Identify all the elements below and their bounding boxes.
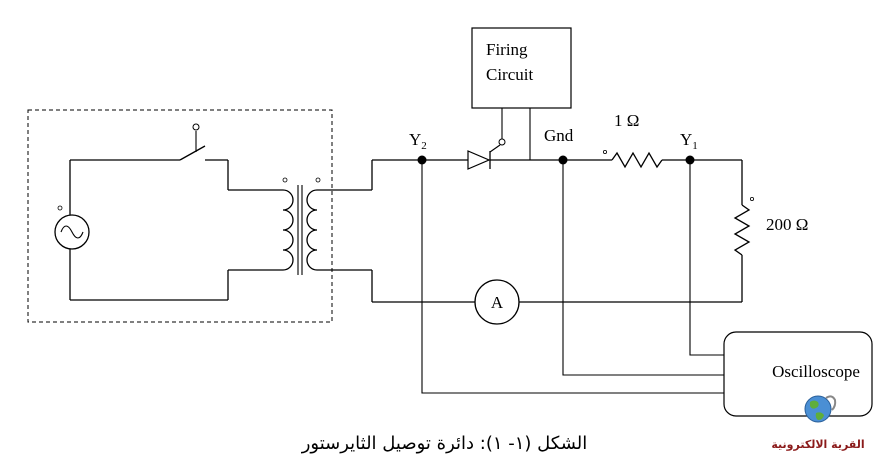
globe-arc xyxy=(825,395,837,411)
node-letter: Y xyxy=(409,130,421,149)
oscilloscope-leads xyxy=(421,160,724,394)
node-y2-label: Y2 xyxy=(409,130,427,152)
transformer xyxy=(282,177,321,275)
oscilloscope-box xyxy=(723,331,873,417)
ammeter-label: A xyxy=(491,293,504,312)
globe-icon xyxy=(804,395,837,423)
load-wiring xyxy=(317,159,743,303)
firing-circuit-label-line1: Firing xyxy=(486,40,528,59)
polarity-dot xyxy=(750,196,755,201)
node-gnd: Gnd xyxy=(544,126,574,165)
globe-land xyxy=(815,412,824,420)
primary-coil xyxy=(282,189,294,271)
globe-land xyxy=(810,400,819,409)
polarity-dot xyxy=(603,149,608,154)
thyristor xyxy=(467,138,506,170)
gate-terminal xyxy=(498,138,506,146)
firing-circuit: Firing Circuit xyxy=(471,27,572,160)
oscilloscope-label: Oscilloscope xyxy=(772,362,860,381)
primary-wiring xyxy=(69,159,283,301)
probe-lead-y2 xyxy=(421,160,724,394)
sine-wave-icon xyxy=(60,225,84,239)
node-y1-label: Y1 xyxy=(680,130,698,152)
polarity-dot xyxy=(282,177,288,183)
resistor-1-label: 1 Ω xyxy=(614,111,639,130)
switch-blade xyxy=(179,145,206,161)
node-letter: Y xyxy=(680,130,692,149)
node-subscript: 1 xyxy=(692,140,698,152)
node-y2: Y2 xyxy=(409,130,427,165)
polarity-dot xyxy=(57,205,63,211)
probe-lead-y1 xyxy=(689,160,724,356)
secondary-coil xyxy=(306,189,318,271)
node-subscript: 2 xyxy=(421,140,427,152)
thyristor-gate xyxy=(489,144,501,153)
resistor-zigzag xyxy=(611,151,663,169)
resistor-2-label: 200 Ω xyxy=(766,215,808,234)
oscilloscope: Oscilloscope xyxy=(723,331,873,417)
thyristor-triangle xyxy=(467,150,491,170)
ac-source xyxy=(54,205,90,250)
switch-pivot xyxy=(192,123,200,131)
node-gnd-label: Gnd xyxy=(544,126,574,145)
polarity-dot xyxy=(315,177,321,183)
figure-caption: الشكل (١- ١): دائرة توصيل الثايرستور xyxy=(301,433,588,454)
firing-circuit-label-line2: Circuit xyxy=(486,65,533,84)
ammeter: A xyxy=(474,279,520,325)
resistor-200-ohm: 200 Ω xyxy=(733,196,808,256)
firing-circuit-box xyxy=(471,27,572,109)
resistor-1-ohm: 1 Ω xyxy=(603,111,663,169)
logo-text: القرية الالكترونية xyxy=(771,438,865,451)
supply-enclosure xyxy=(27,109,333,323)
resistor-zigzag xyxy=(733,204,751,256)
ammeter-circle xyxy=(474,279,520,325)
node-y1: Y1 xyxy=(680,130,698,165)
switch xyxy=(179,123,206,161)
probe-lead-gnd xyxy=(562,160,724,376)
